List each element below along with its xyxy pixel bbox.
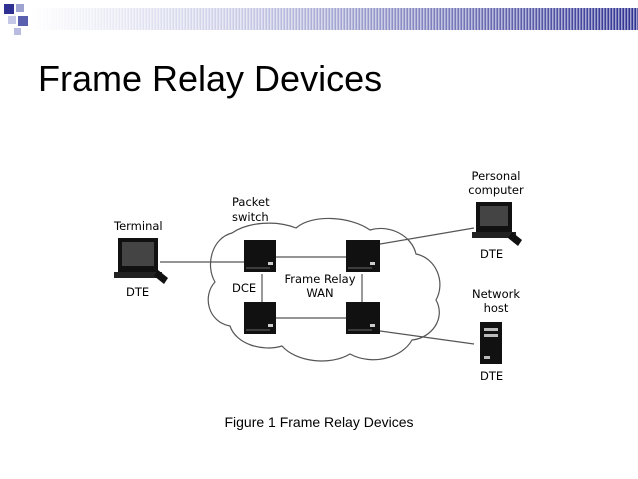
network-host-label-line1: Network: [472, 287, 520, 301]
packet-switch-top-right: [346, 240, 380, 272]
network-host-label-line2: host: [484, 301, 509, 315]
packet-switch-label-line1: Packet: [232, 195, 270, 209]
header-squares: [4, 4, 28, 35]
slide-title: Frame Relay Devices: [38, 58, 383, 99]
personal-computer-icon: [472, 202, 522, 246]
link-switch-host: [379, 330, 475, 345]
packet-switch-bottom-left: [244, 302, 276, 334]
packet-switch-label-line2: switch: [232, 210, 269, 224]
wan-label-line1: Frame Relay: [284, 272, 355, 286]
packet-switch-top-left: [244, 240, 276, 272]
wan-label-line2: WAN: [306, 286, 333, 300]
network-host-icon: [480, 322, 502, 364]
terminal-role-label: DTE: [126, 285, 149, 299]
personal-computer-label-line2: computer: [468, 183, 524, 197]
terminal-icon: [114, 238, 168, 284]
dce-label: DCE: [232, 281, 256, 295]
link-switch-pc: [379, 227, 475, 245]
network-host-role-label: DTE: [480, 369, 503, 383]
figure-caption: Figure 1 Frame Relay Devices: [224, 414, 414, 430]
personal-computer-role-label: DTE: [480, 247, 503, 261]
personal-computer-label-line1: Personal: [472, 169, 521, 183]
terminal-label: Terminal: [113, 219, 163, 233]
header-bar: [4, 4, 638, 35]
packet-switch-bottom-right: [346, 302, 380, 334]
